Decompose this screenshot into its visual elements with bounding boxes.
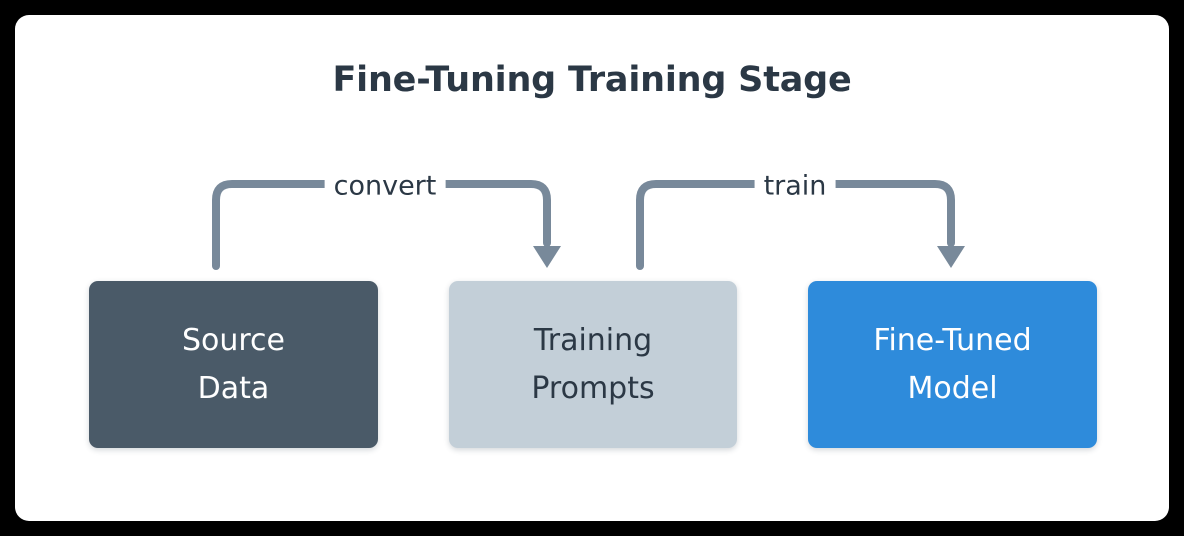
node-source-data-line2: Data bbox=[197, 370, 270, 406]
node-fine-tuned-model-line1: Fine-Tuned bbox=[873, 322, 1032, 358]
node-source-data-line1: Source bbox=[181, 322, 286, 358]
node-training-prompts-line2: Prompts bbox=[531, 370, 655, 406]
node-fine-tuned-model[interactable]: Fine-Tuned Model bbox=[808, 281, 1097, 448]
edge-label-train: train bbox=[754, 172, 836, 200]
edge-label-convert: convert bbox=[324, 172, 446, 200]
node-training-prompts-line1: Training bbox=[533, 322, 653, 358]
page-title: Fine-Tuning Training Stage bbox=[332, 60, 852, 100]
node-training-prompts[interactable]: Training Prompts bbox=[449, 281, 737, 448]
node-fine-tuned-model-line2: Model bbox=[907, 370, 998, 406]
node-source-data[interactable]: Source Data bbox=[89, 281, 378, 448]
